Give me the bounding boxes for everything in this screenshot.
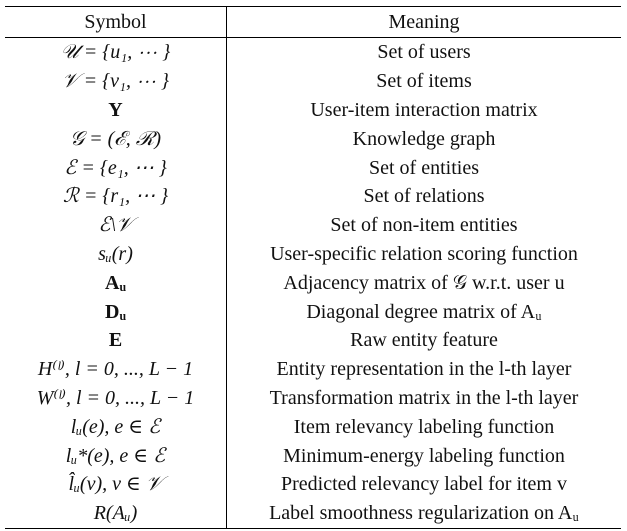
symbol-cell: Dᵤ xyxy=(5,297,227,326)
meaning-cell: Diagonal degree matrix of Aᵤ xyxy=(306,300,542,323)
symbol-cell: lᵤ(e), e ∈ ℰ xyxy=(5,412,227,442)
symbol-cell: 𝒢 = (ℰ, ℛ) xyxy=(5,124,227,154)
meaning-cell: Knowledge graph xyxy=(352,127,496,150)
symbol-cell: ℰ = {e₁, ⋯ } xyxy=(5,153,227,182)
meaning-cell: Transformation matrix in the l-th layer xyxy=(269,386,579,409)
symbol-cell: 𝒱 = {v₁, ⋯ } xyxy=(5,66,227,96)
meaning-cell: Entity representation in the l-th layer xyxy=(276,358,572,381)
symbol-cell: ℰ\𝒱 xyxy=(5,210,227,240)
table-row: R(Aᵤ) Label smoothness regularization on … xyxy=(5,498,621,529)
table-row: 𝒢 = (ℰ, ℛ) Knowledge graph xyxy=(5,124,621,154)
meaning-cell: Predicted relevancy label for item v xyxy=(281,473,567,496)
symbol-cell: sᵤ(r) xyxy=(5,239,227,269)
symbol-cell: ℛ = {r₁, ⋯ } xyxy=(5,181,227,211)
meaning-cell: Set of non-item entities xyxy=(330,214,518,237)
meaning-cell: Item relevancy labeling function xyxy=(293,415,555,438)
table-row: E Raw entity feature xyxy=(5,325,621,355)
table-row: ℰ = {e₁, ⋯ } Set of entities xyxy=(5,153,621,182)
meaning-cell: User-specific relation scoring function xyxy=(270,242,578,265)
symbol-cell: l̂ᵤ(v), v ∈ 𝒱 xyxy=(5,469,227,499)
table-row: ℰ\𝒱 Set of non-item entities xyxy=(5,210,621,240)
symbol-cell: R(Aᵤ) xyxy=(5,498,227,529)
table-header: Symbol Meaning xyxy=(5,6,621,38)
table-row: Y User-item interaction matrix xyxy=(5,95,621,125)
meaning-cell: Label smoothness regularization on Aᵤ xyxy=(269,502,579,525)
meaning-cell: Set of items xyxy=(376,70,472,93)
meaning-cell: Minimum-energy labeling function xyxy=(283,444,565,467)
meaning-cell: Set of relations xyxy=(363,185,485,208)
table-row: W⁽ˡ⁾, l = 0, ..., L − 1 Transformation ma… xyxy=(5,383,621,413)
symbol-cell: W⁽ˡ⁾, l = 0, ..., L − 1 xyxy=(5,383,227,413)
table-row: l̂ᵤ(v), v ∈ 𝒱 Predicted relevancy label f… xyxy=(5,469,621,499)
symbol-cell: E xyxy=(5,325,227,355)
table-row: H⁽ˡ⁾, l = 0, ..., L − 1 Entity representa… xyxy=(5,354,621,384)
table-row: sᵤ(r) User-specific relation scoring func… xyxy=(5,239,621,269)
table-row: lᵤ(e), e ∈ ℰ Item relevancy labeling func… xyxy=(5,412,621,442)
symbol-header: Symbol xyxy=(5,6,227,38)
symbol-cell: Y xyxy=(5,95,227,125)
meaning-cell: Adjacency matrix of 𝒢 w.r.t. user u xyxy=(283,271,565,294)
meaning-cell: User-item interaction matrix xyxy=(310,98,538,121)
table-row: lᵤ*(e), e ∈ ℰ Minimum-energy labeling fun… xyxy=(5,441,621,470)
notation-table: Symbol Meaning 𝒰 = {u₁, ⋯ }Set of users … xyxy=(5,6,621,529)
table-row: ℛ = {r₁, ⋯ } Set of relations xyxy=(5,181,621,211)
meaning-cell: Raw entity feature xyxy=(350,329,498,352)
table-row: Aᵤ Adjacency matrix of 𝒢 w.r.t. user u xyxy=(5,268,621,298)
meaning-cell: Set of entities xyxy=(369,156,479,179)
symbol-cell: Aᵤ xyxy=(5,268,227,298)
symbol-cell: H⁽ˡ⁾, l = 0, ..., L − 1 xyxy=(5,354,227,384)
table-row: Dᵤ Diagonal degree matrix of Aᵤ xyxy=(5,297,621,326)
meaning-cell: Set of users xyxy=(377,41,471,64)
meaning-header: Meaning xyxy=(388,11,460,33)
table-row: 𝒰 = {u₁, ⋯ } Set of users xyxy=(5,37,621,67)
symbol-cell: 𝒰 = {u₁, ⋯ } xyxy=(5,37,227,67)
symbol-cell: lᵤ*(e), e ∈ ℰ xyxy=(5,441,227,470)
table-row: 𝒱 = {v₁, ⋯ } Set of items xyxy=(5,66,621,96)
